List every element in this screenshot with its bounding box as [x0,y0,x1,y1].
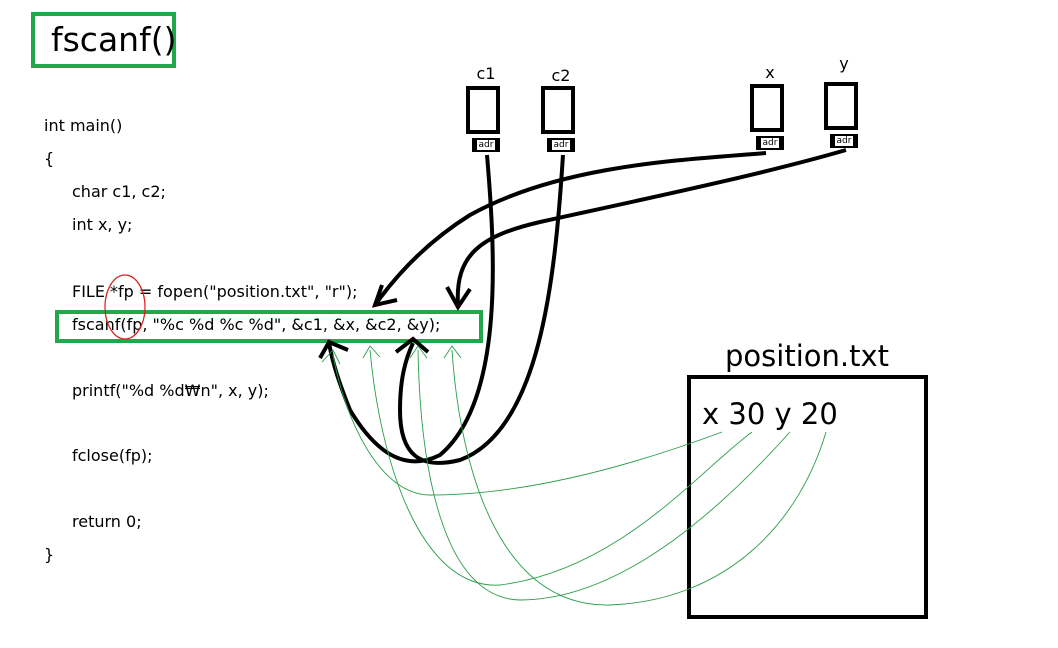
var-box-x [750,84,784,132]
arrow-y-to-fscanf [455,148,847,306]
title: fscanf() [51,20,177,59]
code-line-return: return 0; [72,512,142,531]
arrowhead-c2 [394,336,430,354]
file-content: x 30 y 20 [702,397,838,431]
thread-30 [369,349,753,586]
adr-tag-c1: adr [472,138,500,152]
arrowhead-c1 [318,339,349,359]
arrow-c1-to-fscanf [327,154,495,464]
var-box-c1 [466,86,500,134]
code-line-close-brace: } [44,545,55,564]
code-line-fclose: fclose(fp); [72,446,153,465]
thread-tip-1 [321,349,341,365]
thread-20 [451,349,827,606]
arrow-c2-to-fscanf [397,154,565,465]
file-name-label: position.txt [725,339,889,373]
code-line-main: int main() [44,116,123,135]
code-line-fscanf: fscanf(fp, "%c %d %c %d", &c1, &x, &c2, … [72,315,441,334]
adr-tag-y: adr [830,134,858,148]
thread-tip-4 [443,345,462,359]
code-line-open-brace: { [44,149,55,168]
arrow-x-to-fopen [373,151,767,307]
arrowhead-x [371,284,398,308]
code-line-printf: printf("%d %d₩n", x, y); [72,381,269,400]
adr-tag-c2: adr [547,138,575,152]
arrowhead-y [445,286,472,311]
thread-y-char [417,349,791,601]
title-box: fscanf() [31,12,176,68]
adr-tag-x: adr [756,136,784,150]
var-box-c2 [541,86,575,134]
code-line-fopen: FILE *fp = fopen("position.txt", "r"); [72,282,358,301]
thread-x-char [332,354,723,496]
var-label-x: x [765,63,775,82]
var-label-y: y [839,54,849,73]
file-box [687,375,928,619]
thread-tip-3 [409,345,428,359]
thread-tip-2 [362,345,381,359]
code-line-char-decl: char c1, c2; [72,182,166,201]
var-box-y [824,82,858,130]
var-label-c1: c1 [476,64,496,83]
fscanf-highlight-box [55,310,483,343]
fp-circle-mark [104,274,146,340]
var-label-c2: c2 [551,66,571,85]
code-line-int-decl: int x, y; [72,215,133,234]
